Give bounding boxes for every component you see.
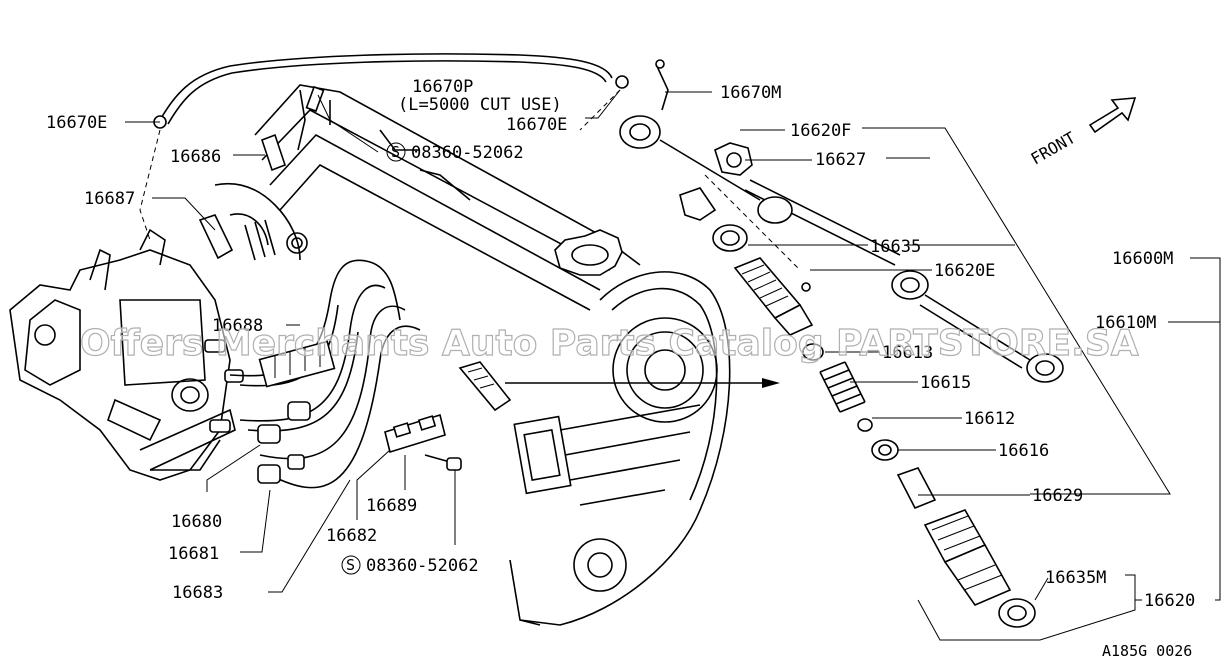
label-16620E: 16620E xyxy=(934,261,995,281)
label-16670E-left: 16670E xyxy=(46,113,107,133)
timing-cover xyxy=(509,271,731,626)
label-16612: 16612 xyxy=(964,409,1015,429)
head-nozzles xyxy=(198,133,308,261)
sleeve-a xyxy=(287,401,311,421)
explode-arrow xyxy=(505,378,780,388)
front-indicator: FRONT xyxy=(1028,97,1137,169)
label-16681: 16681 xyxy=(168,544,219,564)
label-16613: 16613 xyxy=(882,343,933,363)
label-16635: 16635 xyxy=(870,237,921,257)
sleeve-b xyxy=(257,424,281,444)
front-label: FRONT xyxy=(1028,128,1080,169)
s-symbol-top: S xyxy=(386,142,406,162)
label-16627: 16627 xyxy=(815,150,866,170)
s-symbol-bottom: S xyxy=(341,555,361,575)
front-arrow-icon xyxy=(1088,97,1137,134)
part-labels: 16670P (L=5000 CUT USE) 16670M 16670E 16… xyxy=(46,77,1195,660)
pipe-clamp-16688 xyxy=(258,340,336,388)
label-16670P: 16670P xyxy=(412,77,473,97)
label-16670M: 16670M xyxy=(720,83,781,103)
label-16688: 16688 xyxy=(212,316,263,336)
label-16689: 16689 xyxy=(366,496,417,516)
sleeve-d xyxy=(287,454,305,470)
label-16635M: 16635M xyxy=(1045,568,1106,588)
dashed-route-right xyxy=(579,89,621,131)
dashed-route-left xyxy=(139,129,161,241)
label-16629: 16629 xyxy=(1032,486,1083,506)
svg-text:S: S xyxy=(391,143,400,161)
return-hose xyxy=(153,53,669,129)
label-16686: 16686 xyxy=(170,147,221,167)
label-16615: 16615 xyxy=(920,373,971,393)
label-16680: 16680 xyxy=(171,512,222,532)
label-bolt-bottom: 08360-52062 xyxy=(366,556,479,576)
engine-nozzle xyxy=(458,361,512,412)
pipe-clamp-16689 xyxy=(384,413,462,471)
label-16682: 16682 xyxy=(326,526,377,546)
cylinder-head xyxy=(254,84,641,311)
label-16670E-right: 16670E xyxy=(506,115,567,135)
label-16600M: 16600M xyxy=(1112,249,1173,269)
label-bolt-top: 08360-52062 xyxy=(411,143,524,163)
label-16620F: 16620F xyxy=(790,121,851,141)
label-16683: 16683 xyxy=(172,583,223,603)
injector-exploded xyxy=(619,115,1064,628)
sleeve-c xyxy=(257,464,281,484)
label-16670P-note: (L=5000 CUT USE) xyxy=(398,95,562,115)
nut-16627 xyxy=(714,142,753,176)
injection-pipes xyxy=(229,259,421,489)
label-16610M: 16610M xyxy=(1095,313,1156,333)
watermark: Offers Merchants Auto Parts Catalog PART… xyxy=(80,323,1139,364)
label-16616: 16616 xyxy=(998,441,1049,461)
label-16620: 16620 xyxy=(1144,591,1195,611)
svg-text:S: S xyxy=(346,556,355,574)
leader-lines xyxy=(125,89,1049,601)
figure-code: A185G 0026 xyxy=(1102,642,1192,660)
bracket-lines xyxy=(862,127,1221,641)
oil-filler-cap xyxy=(554,229,623,276)
label-16687: 16687 xyxy=(84,189,135,209)
